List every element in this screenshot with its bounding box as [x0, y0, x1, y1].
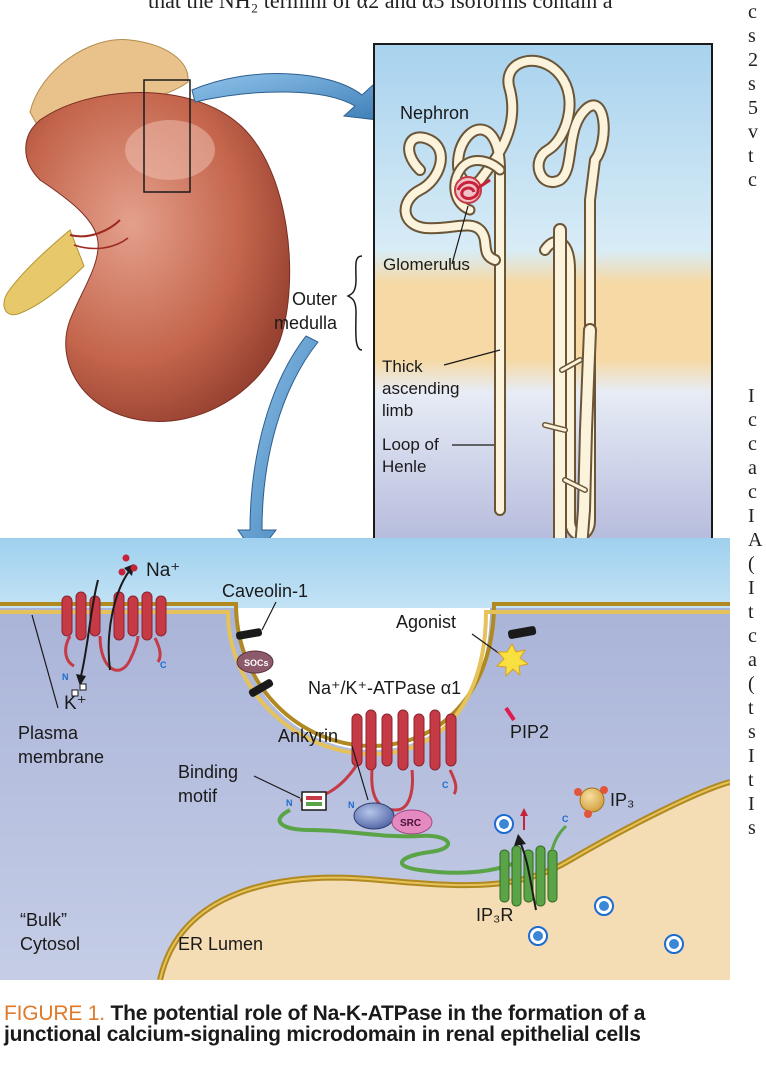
right-column-fragment: c — [748, 481, 757, 503]
n-terminus-left: N — [62, 672, 69, 682]
thick-ascending-limb-label-3: limb — [382, 401, 413, 420]
right-column-fragment: t — [748, 145, 754, 167]
plasma-membrane-label-2: membrane — [18, 747, 104, 767]
right-column-fragment: ( — [748, 673, 755, 695]
right-column-fragment: t — [748, 697, 754, 719]
bulk-cytosol-label-2: Cytosol — [20, 934, 80, 954]
right-column-fragment — [748, 216, 766, 240]
right-column-fragment — [748, 360, 766, 384]
ip3-receptor: C — [499, 814, 569, 911]
ankyrin-label: Ankyrin — [278, 726, 338, 746]
nak-atpase-alpha1: C — [299, 709, 458, 812]
outer-medulla-label-1: Outer — [292, 289, 337, 309]
loop-of-henle-label-1: Loop of — [382, 435, 439, 454]
ip3-molecule — [574, 786, 608, 818]
glomerulus-label: Glomerulus — [383, 255, 470, 274]
ip3-label: IP₃ — [610, 790, 634, 810]
c-terminus-left: C — [160, 660, 167, 670]
c-terminus-ip3r: C — [562, 814, 569, 824]
right-column-fragment: c — [748, 433, 757, 455]
right-column-fragment — [748, 264, 766, 288]
n-terminus-ankyrin: N — [348, 800, 355, 810]
nephron-panel: Nephron Glomerulus Thick ascending limb … — [373, 43, 713, 589]
binding-motif-label-2: motif — [178, 786, 218, 806]
figure-caption: FIGURE 1. The potential role of Na-K-ATP… — [4, 1003, 724, 1045]
right-column-fragment: c — [748, 409, 757, 431]
caveolin-label: Caveolin-1 — [222, 581, 308, 601]
glomerulus-icon — [454, 176, 491, 204]
atpase-label: Na⁺/K⁺-ATPase α1 — [308, 678, 461, 698]
right-column-fragment: I — [748, 577, 755, 599]
right-column-fragment: v — [748, 121, 758, 143]
header-text-fragment: that the NH₂ termini of α2 and α3 isofor… — [148, 0, 613, 13]
right-column-fragment: c — [748, 1, 757, 23]
er-lumen-label: ER Lumen — [178, 934, 263, 954]
calcium-ions — [494, 808, 684, 954]
right-column-fragment: I — [748, 745, 755, 767]
ip3r-label: IP₃R — [476, 905, 513, 925]
figure-caption-text: The potential role of Na-K-ATPase in the… — [4, 1002, 646, 1046]
bulk-cytosol-label-1: “Bulk” — [20, 910, 67, 930]
n-terminus-motif: N — [286, 798, 293, 808]
socs-label: SOCs — [244, 658, 269, 668]
right-column-fragment: c — [748, 169, 757, 191]
right-column-fragment: t — [748, 601, 754, 623]
plasma-membrane-label-1: Plasma — [18, 723, 79, 743]
na-plus-label: Na⁺ — [146, 560, 180, 581]
right-column-fragment: 2 — [748, 49, 758, 71]
right-column-fragment — [748, 288, 766, 312]
right-column-fragment: s — [748, 817, 756, 839]
right-column-fragment — [748, 192, 766, 216]
pip2-icon — [504, 706, 516, 722]
caveolin-icon-2 — [248, 679, 274, 697]
right-column-fragment: s — [748, 721, 756, 743]
right-column-fragment: 5 — [748, 97, 758, 119]
diagram: Nephron Glomerulus Thick ascending limb … — [0, 39, 730, 980]
nephron-label: Nephron — [400, 103, 469, 123]
outer-medulla-annotation: Outer medulla — [274, 255, 363, 351]
ankyrin-icon — [353, 802, 395, 830]
ip3r-linker — [277, 808, 522, 875]
socs-channel: SOCs — [236, 650, 274, 674]
figure-caption-label: FIGURE 1. — [4, 1002, 105, 1025]
k-plus-label: K⁺ — [64, 693, 87, 714]
right-column-fragment: a — [748, 649, 757, 671]
right-column-fragment — [748, 336, 766, 360]
zoom-selection-box — [143, 79, 191, 193]
right-column-fragment: ( — [748, 553, 755, 575]
loop-of-henle-label-2: Henle — [382, 457, 426, 476]
agonist-label: Agonist — [396, 612, 456, 632]
right-column-fragment: c — [748, 625, 757, 647]
right-column-fragment — [748, 312, 766, 336]
caveolin-icon — [235, 628, 263, 640]
pip2-label: PIP2 — [510, 722, 549, 742]
outer-medulla-label-2: medulla — [274, 313, 338, 333]
receptor-icon — [507, 626, 537, 639]
right-column-fragment: A — [748, 529, 763, 551]
right-column-fragment: I — [748, 793, 755, 815]
c-terminus-atpase: C — [442, 780, 449, 790]
binding-motif-label-1: Binding — [178, 762, 238, 782]
nak-pump-left: N C Na⁺ K⁺ — [61, 554, 180, 714]
plasma-membrane-leader — [31, 614, 59, 709]
right-column-fragment: a — [748, 457, 757, 479]
right-column-fragment: I — [748, 385, 755, 407]
right-column-fragment — [748, 240, 766, 264]
agonist-star-icon — [495, 642, 530, 678]
cell-panel — [0, 538, 730, 980]
right-column-fragment: s — [748, 73, 756, 95]
thick-ascending-limb-label-1: Thick — [382, 357, 423, 376]
right-column-fragment: t — [748, 769, 754, 791]
binding-motif-icon: N — [286, 791, 327, 811]
right-column-fragment: s — [748, 25, 756, 47]
kidney-illustration — [3, 39, 291, 422]
src-label: SRC — [400, 818, 421, 829]
right-column-fragment: I — [748, 505, 755, 527]
src-kinase: SRC — [391, 809, 433, 835]
thick-ascending-limb-label-2: ascending — [382, 379, 460, 398]
